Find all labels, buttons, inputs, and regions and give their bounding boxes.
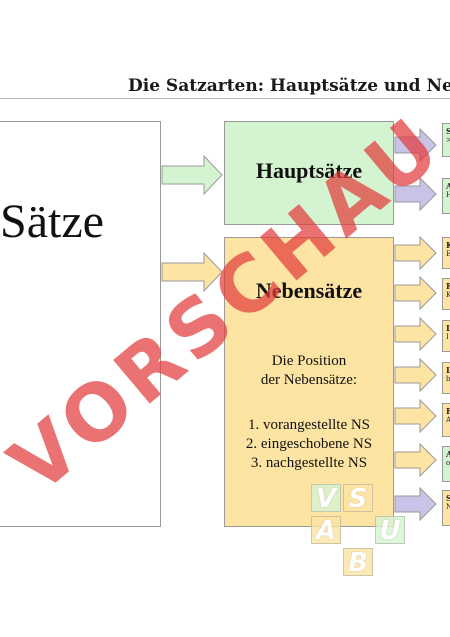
arrow-to-nebensaetze [161,251,223,293]
position-heading-line-2: der Nebensätze: [260,372,358,388]
saetze-label: Sätze [0,195,104,248]
logo-letter: V [311,484,341,513]
side-box: SN [442,490,450,526]
arrow-neben-4 [394,357,437,393]
logo-letter: A [311,516,341,545]
arrow-haupt-2 [394,176,437,212]
arrow-neben-1 [394,235,437,271]
side-box: RK [442,278,450,310]
arrow-neben-3 [394,316,437,352]
title-rule [0,98,450,99]
side-box: S> [442,123,450,157]
arrow-neben-5 [394,398,437,434]
position-heading: Die Position der Nebensätze: [225,352,393,390]
hauptsaetze-title: Hauptsätze [255,158,363,183]
arrow-to-hauptsaetze [161,154,223,196]
position-heading-line-1: Die Position [271,353,347,369]
logo-letter: U [375,516,405,545]
vsa-logo: V S A U B [308,484,408,580]
position-item: 3. nachgestellte NS [250,455,368,471]
position-item: 2. eingeschobene NS [245,436,373,452]
arrow-neben-2 [394,275,437,311]
page-title: Die Satzarten: Hauptsätze und Ne [128,76,450,96]
side-box: KE [442,237,450,269]
side-box: LI [442,320,450,352]
logo-letter: S [343,484,373,513]
side-box: FA [442,403,450,437]
arrow-neben-7 [394,486,437,522]
hauptsaetze-box: Hauptsätze [224,121,394,225]
side-box: Ao [442,446,450,482]
saetze-box [0,121,161,527]
nebensaetze-box: Nebensätze Die Position der Nebensätze: … [224,237,394,527]
position-item: 1. vorangestellte NS [247,417,371,433]
arrow-neben-6 [394,442,437,478]
side-box: AH [442,178,450,214]
nebensaetze-title: Nebensätze [255,278,363,303]
arrow-haupt-1 [394,127,437,163]
logo-letter: B [343,548,373,577]
position-list: 1. vorangestellte NS 2. eingeschobene NS… [225,416,393,473]
side-box: Lb [442,362,450,394]
